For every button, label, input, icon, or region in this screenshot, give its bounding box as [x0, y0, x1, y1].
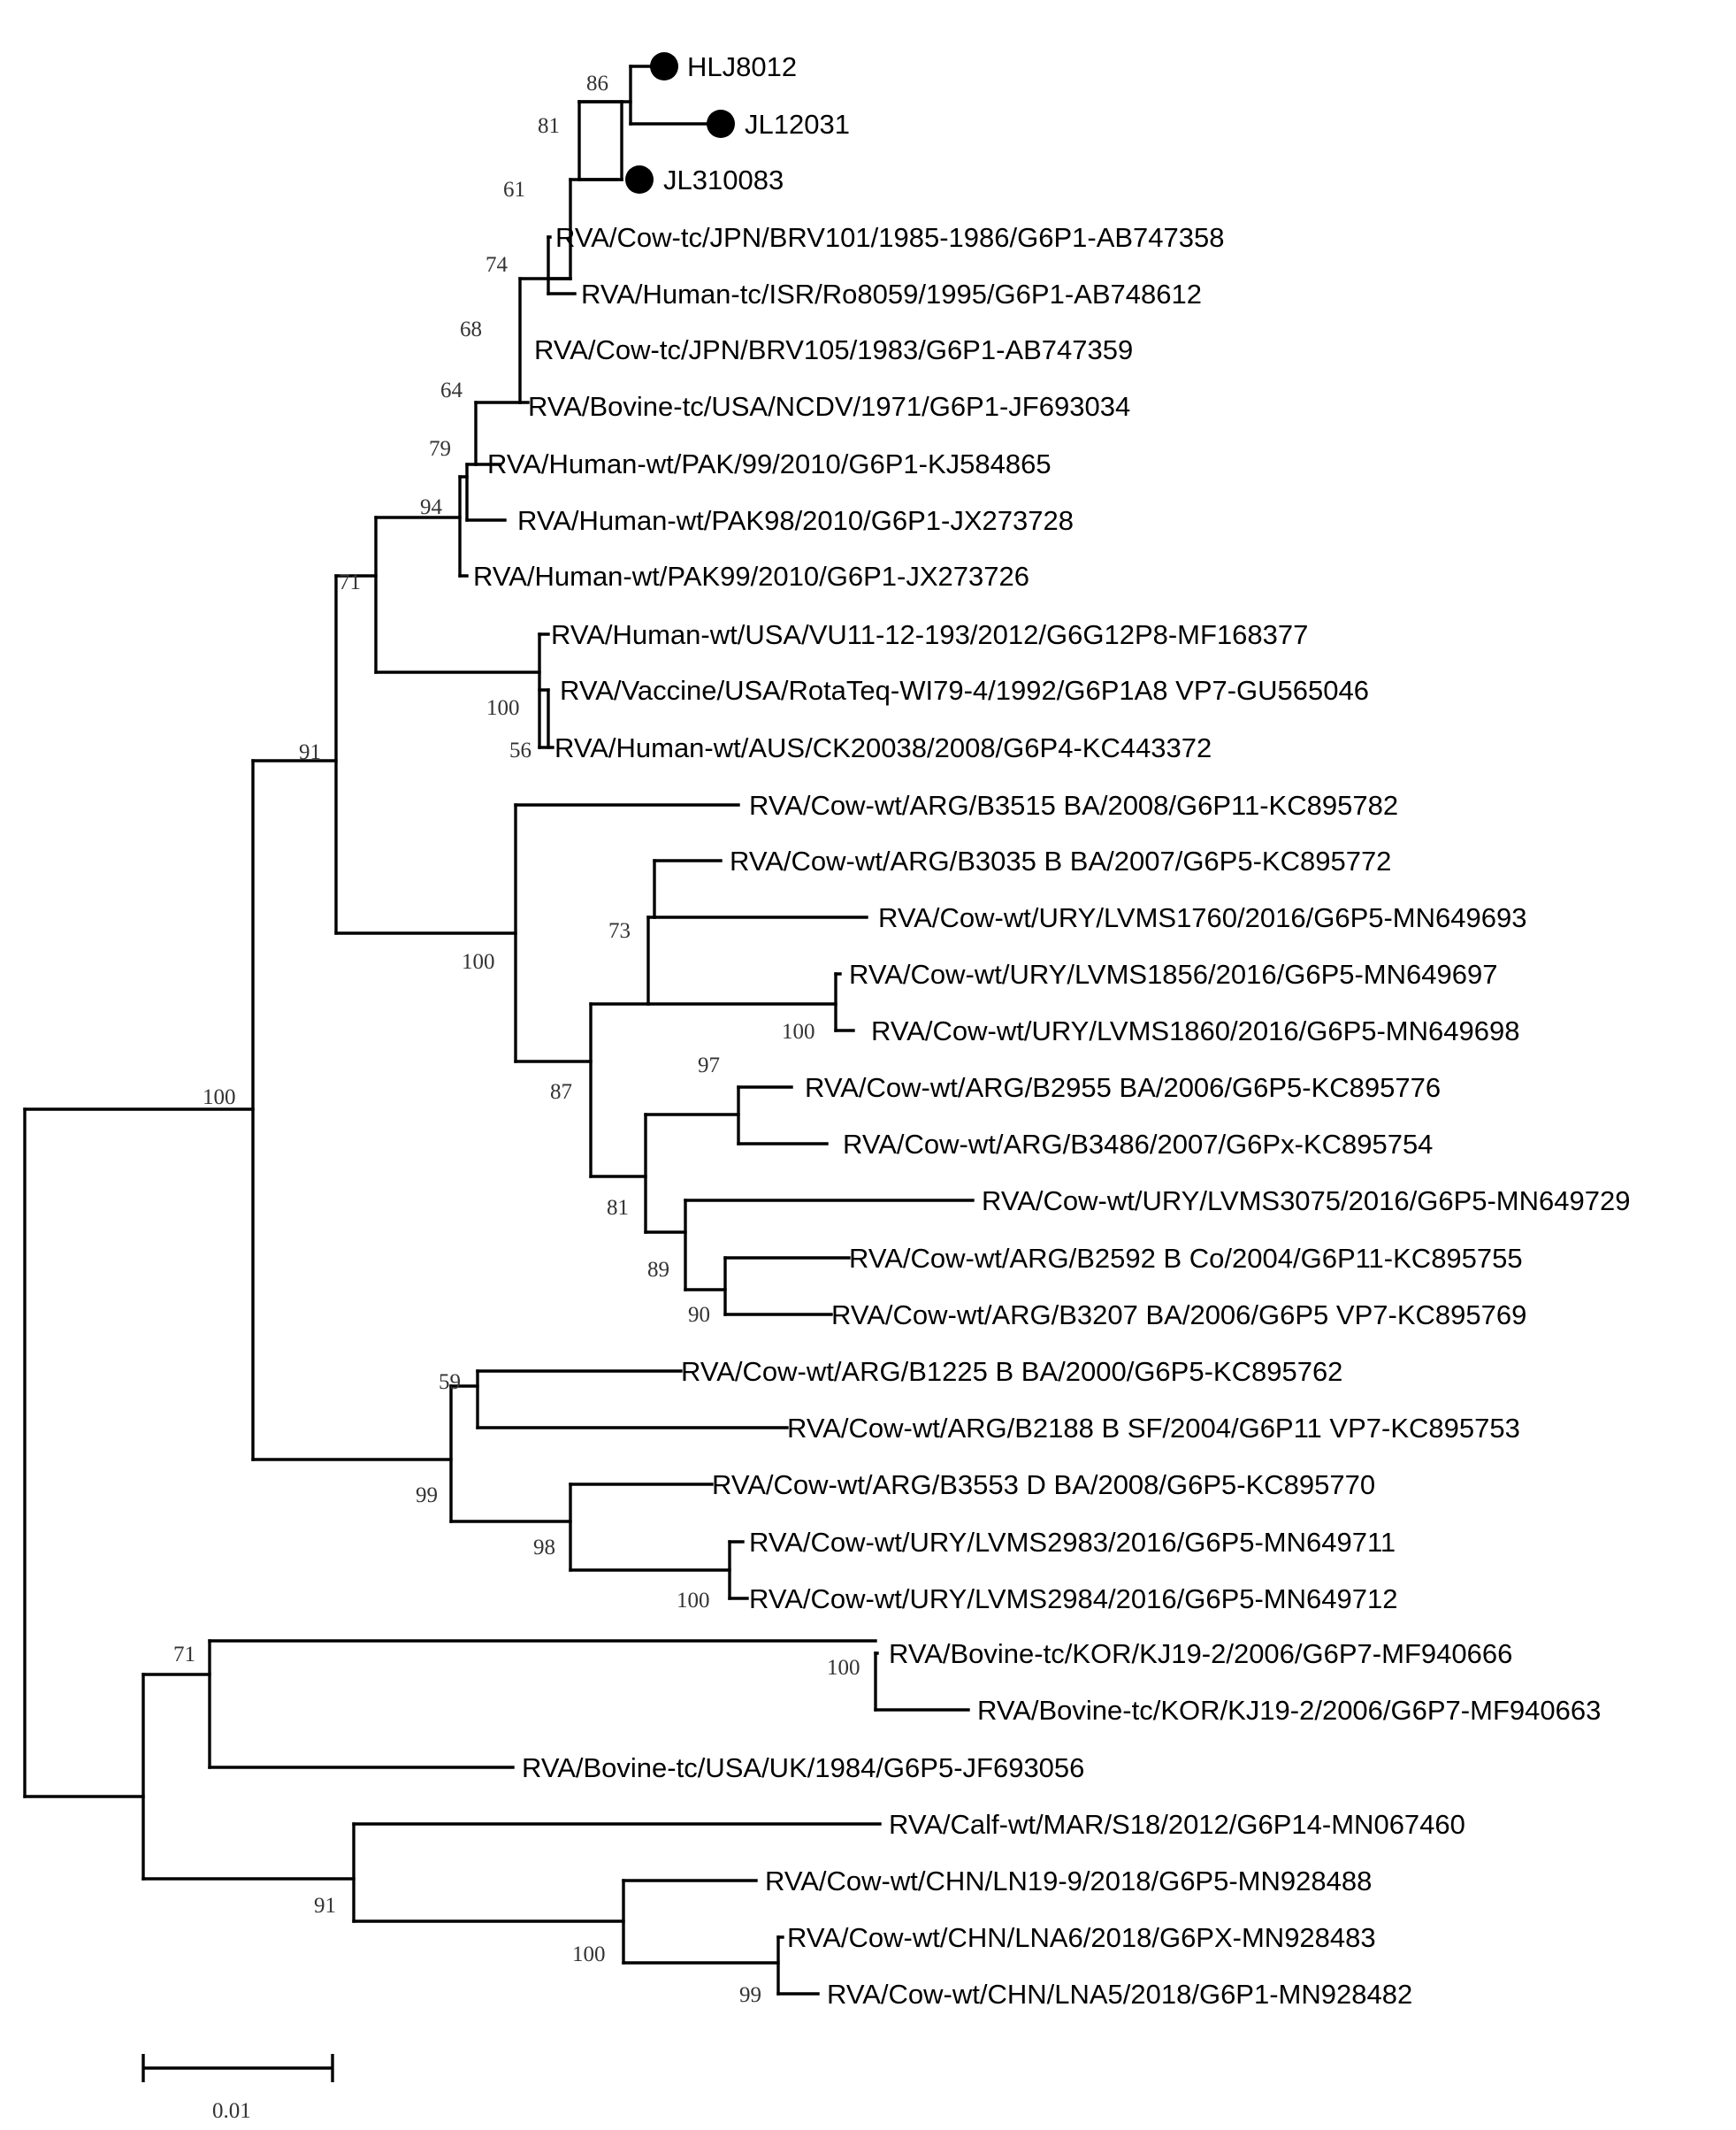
support-value: 56 [509, 739, 532, 762]
filled-circle-marker [625, 165, 654, 194]
support-value: 81 [538, 114, 560, 138]
leaf-label: RVA/Cow-wt/URY/LVMS1860/2016/G6P5-MN6496… [871, 1015, 1519, 1046]
leaf-label: RVA/Cow-wt/ARG/B2188 B SF/2004/G6P11 VP7… [787, 1413, 1520, 1444]
support-value: 100 [203, 1085, 236, 1109]
leaf-label: RVA/Cow-wt/CHN/LN19-9/2018/G6P5-MN928488 [765, 1866, 1372, 1896]
support-value: 100 [572, 1942, 606, 1966]
leaf-label: RVA/Cow-wt/URY/LVMS2984/2016/G6P5-MN6497… [749, 1583, 1397, 1614]
support-value: 90 [688, 1303, 710, 1327]
support-value: 97 [698, 1054, 720, 1077]
leaf-label: RVA/Cow-wt/ARG/B2955 BA/2006/G6P5-KC8957… [805, 1072, 1441, 1103]
leaf-label: RVA/Cow-wt/CHN/LNA5/2018/G6P1-MN928482 [827, 1979, 1412, 2010]
support-value: 68 [460, 318, 482, 341]
support-value: 99 [739, 1983, 761, 2007]
leaf-label: RVA/Human-wt/PAK/99/2010/G6P1-KJ584865 [487, 448, 1052, 479]
scale-bar: 0.01 [141, 2054, 334, 2123]
leaf-label: RVA/Cow-wt/ARG/B3207 BA/2006/G6P5 VP7-KC… [831, 1299, 1526, 1330]
leaf-label: RVA/Cow-wt/ARG/B2592 B Co/2004/G6P11-KC8… [849, 1243, 1523, 1274]
support-value: 99 [416, 1483, 438, 1507]
support-value: 100 [782, 1020, 815, 1044]
leaf-label: RVA/Cow-wt/URY/LVMS2983/2016/G6P5-MN6497… [749, 1527, 1396, 1558]
leaf-label: RVA/Cow-tc/JPN/BRV101/1985-1986/G6P1-AB7… [555, 222, 1225, 253]
leaf-label: RVA/Cow-wt/ARG/B3035 B BA/2007/G6P5-KC89… [730, 846, 1391, 877]
support-value: 81 [607, 1196, 629, 1220]
leaf-label: RVA/Bovine-tc/USA/UK/1984/G6P5-JF693056 [522, 1752, 1084, 1783]
leaf-label: RVA/Human-tc/ISR/Ro8059/1995/G6P1-AB7486… [581, 279, 1202, 310]
support-value: 100 [486, 696, 520, 720]
leaf-label: RVA/Cow-wt/ARG/B3486/2007/G6Px-KC895754 [843, 1129, 1433, 1160]
leaf-label: RVA/Cow-wt/ARG/B1225 B BA/2000/G6P5-KC89… [681, 1356, 1342, 1387]
support-values: 86 81 61 74 68 64 79 94 71 100 56 91 100… [173, 72, 860, 2007]
support-value: 74 [486, 253, 509, 277]
leaf-label: RVA/Cow-wt/URY/LVMS1856/2016/G6P5-MN6496… [849, 959, 1497, 990]
filled-circle-marker [707, 110, 735, 138]
support-value: 71 [173, 1643, 195, 1666]
support-value: 89 [647, 1258, 669, 1282]
leaf-labels: HLJ8012 JL12031 JL310083 RVA/Cow-tc/JPN/… [473, 51, 1630, 2010]
support-value: 86 [586, 72, 608, 96]
leaf-label: RVA/Cow-wt/URY/LVMS3075/2016/G6P5-MN6497… [982, 1185, 1630, 1216]
scale-bar-label: 0.01 [212, 2099, 251, 2123]
leaf-label: JL12031 [745, 109, 850, 140]
support-value: 59 [439, 1370, 461, 1394]
leaf-label: RVA/Calf-wt/MAR/S18/2012/G6P14-MN067460 [889, 1809, 1465, 1840]
leaf-label: RVA/Bovine-tc/USA/NCDV/1971/G6P1-JF69303… [528, 391, 1130, 422]
leaf-label: RVA/Cow-wt/CHN/LNA6/2018/G6PX-MN928483 [787, 1922, 1376, 1953]
support-value: 100 [677, 1589, 710, 1613]
support-value: 100 [462, 950, 495, 974]
leaf-label: HLJ8012 [687, 51, 797, 82]
leaf-label: RVA/Human-wt/AUS/CK20038/2008/G6P4-KC443… [554, 732, 1212, 763]
support-value: 100 [827, 1656, 860, 1680]
scale-bar-line [141, 2054, 334, 2082]
leaf-label: RVA/Cow-tc/JPN/BRV105/1983/G6P1-AB747359 [534, 334, 1133, 365]
support-value: 79 [429, 437, 451, 461]
support-value: 94 [420, 495, 443, 519]
leaf-label: RVA/Vaccine/USA/RotaTeq-WI79-4/1992/G6P1… [560, 675, 1369, 706]
leaf-label: RVA/Human-wt/USA/VU11-12-193/2012/G6G12P… [551, 619, 1308, 650]
leaf-label: RVA/Bovine-tc/KOR/KJ19-2/2006/G6P7-MF940… [889, 1638, 1512, 1669]
leaf-label: RVA/Bovine-tc/KOR/KJ19-2/2006/G6P7-MF940… [977, 1695, 1601, 1726]
support-value: 98 [533, 1536, 555, 1559]
filled-circle-marker [650, 52, 678, 80]
support-value: 61 [503, 178, 525, 202]
leaf-label: RVA/Cow-wt/ARG/B3515 BA/2008/G6P11-KC895… [749, 790, 1398, 821]
leaf-label: RVA/Cow-wt/URY/LVMS1760/2016/G6P5-MN6496… [878, 902, 1526, 933]
support-value: 71 [339, 571, 361, 594]
support-value: 87 [550, 1080, 572, 1104]
support-value: 64 [440, 379, 463, 402]
support-value: 73 [608, 919, 631, 943]
leaf-label: RVA/Human-wt/PAK99/2010/G6P1-JX273726 [473, 561, 1029, 592]
tree-branches [23, 65, 975, 1996]
leaf-label: RVA/Cow-wt/ARG/B3553 D BA/2008/G6P5-KC89… [712, 1469, 1375, 1500]
sample-markers [625, 52, 735, 194]
leaf-label: JL310083 [663, 165, 784, 195]
leaf-label: RVA/Human-wt/PAK98/2010/G6P1-JX273728 [517, 505, 1074, 536]
support-value: 91 [314, 1894, 336, 1918]
support-value: 91 [299, 740, 321, 764]
